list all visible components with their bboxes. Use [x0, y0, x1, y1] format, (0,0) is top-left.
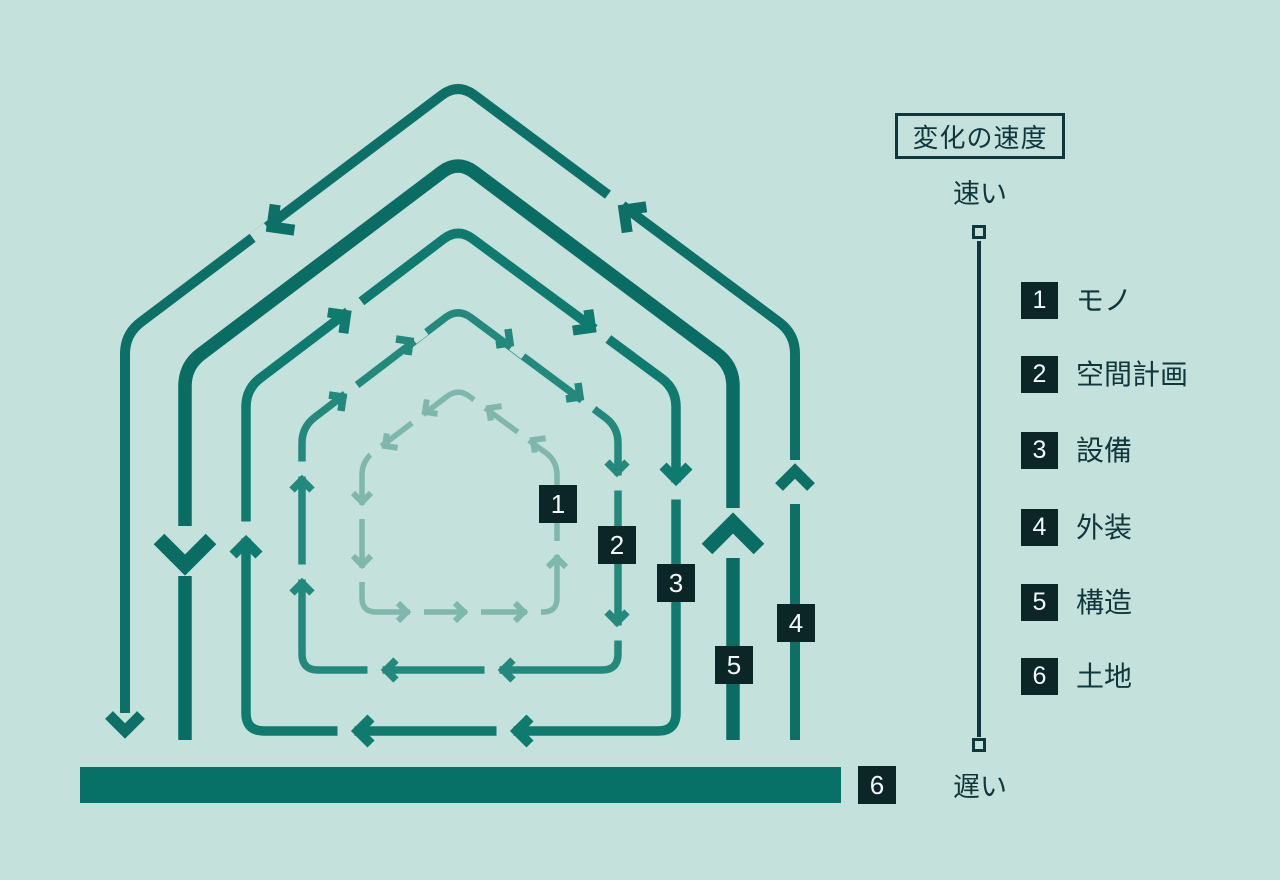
scale-bottom-marker: [972, 738, 986, 752]
layer-5-loop: [178, 159, 740, 740]
layer-badge-1: 1: [539, 485, 577, 523]
legend-label-3: 設備: [1076, 435, 1133, 466]
direction-arrow: [509, 714, 534, 748]
direction-arrow: [659, 462, 693, 487]
direction-arrow: [265, 203, 296, 236]
layer-badge-6: 6: [858, 766, 896, 804]
line-gap: [367, 664, 383, 676]
line-gap: [527, 606, 541, 618]
line-gap: [356, 505, 368, 519]
line-gap: [467, 606, 481, 618]
direction-arrow: [421, 398, 439, 417]
layer-badge-4: 4: [777, 604, 815, 642]
layer-2-loop: [298, 309, 622, 674]
direction-arrow: [565, 382, 585, 403]
line-gap: [611, 625, 623, 641]
line-gap: [296, 564, 308, 580]
legend-label-2: 空間計画: [1076, 359, 1189, 390]
line-gap: [408, 409, 426, 427]
direction-arrow: [327, 307, 352, 334]
direction-arrow: [328, 391, 348, 412]
legend-badge-1: 1: [1021, 282, 1058, 319]
direction-arrow: [380, 657, 399, 683]
direction-arrow: [485, 403, 503, 422]
layer-badge-5: 5: [715, 646, 753, 684]
direction-arrow: [289, 577, 315, 596]
direction-arrow: [381, 432, 399, 451]
speed-scale-line: [977, 241, 981, 737]
legend-label-6: 土地: [1076, 661, 1133, 692]
direction-arrow: [701, 512, 765, 555]
line-gap: [516, 425, 534, 443]
legend-label-1: モノ: [1076, 285, 1133, 316]
fast-label: 速い: [953, 179, 1007, 209]
line-gap: [484, 664, 500, 676]
layer-badge-3: 3: [657, 564, 695, 602]
direction-arrow: [617, 201, 648, 234]
legend-badge-3: 3: [1021, 432, 1058, 469]
line-gap: [611, 475, 623, 491]
direction-arrow: [572, 309, 597, 336]
line-gap: [337, 723, 355, 739]
legend-badge-2: 2: [1021, 356, 1058, 393]
slow-label: 遅い: [953, 772, 1007, 802]
direction-arrow: [153, 533, 217, 576]
direction-arrow: [529, 435, 547, 454]
line-gap: [551, 541, 563, 555]
line-gap: [238, 521, 254, 539]
direction-arrow: [495, 328, 515, 349]
line-gap: [410, 606, 424, 618]
line-gap: [296, 461, 308, 477]
layer-4-loop: [120, 83, 800, 740]
direction-arrow: [229, 534, 263, 559]
layer-3-loop: [241, 228, 681, 736]
line-gap: [472, 393, 490, 411]
legend-label-4: 外装: [1076, 512, 1133, 543]
scale-top-marker: [972, 225, 986, 239]
site-ground-bar: [80, 767, 841, 803]
direction-arrow: [395, 600, 412, 624]
direction-arrow: [604, 459, 630, 478]
direction-arrow: [512, 600, 529, 624]
direction-arrow: [350, 714, 375, 748]
line-gap: [356, 568, 368, 582]
direction-arrow: [350, 490, 374, 507]
direction-arrow: [497, 657, 516, 683]
legend-title: 変化の速度: [895, 113, 1065, 159]
direction-arrow: [395, 335, 415, 356]
direction-arrow: [545, 553, 569, 570]
legend-label-5: 構造: [1076, 587, 1133, 618]
direction-arrow: [350, 553, 374, 570]
line-gap: [668, 482, 684, 500]
legend-badge-5: 5: [1021, 584, 1058, 621]
line-gap: [496, 723, 514, 739]
direction-arrow: [105, 711, 145, 739]
direction-arrow: [604, 609, 630, 628]
direction-arrow: [452, 600, 469, 624]
direction-arrow: [289, 474, 315, 493]
direction-arrow: [775, 463, 815, 491]
line-gap: [368, 443, 386, 461]
layer-badge-2: 2: [598, 526, 636, 564]
layer-1-loop: [359, 389, 560, 615]
legend-badge-6: 6: [1021, 658, 1058, 695]
legend-badge-4: 4: [1021, 509, 1058, 546]
